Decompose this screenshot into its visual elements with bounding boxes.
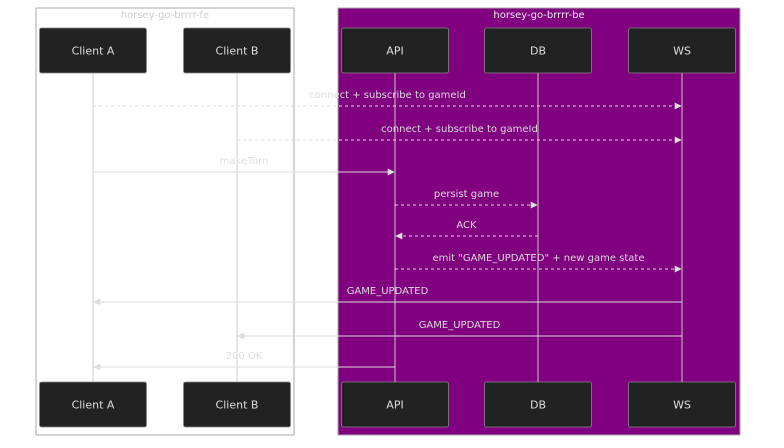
- actor-box: [628, 27, 736, 74]
- message-4: persist game: [395, 189, 538, 209]
- actor-label: DB: [530, 399, 546, 412]
- actor-label: WS: [673, 399, 691, 412]
- actor-box: [183, 381, 291, 428]
- message-7: GAME_UPDATED: [93, 286, 682, 306]
- actor-ws-top: WS: [628, 27, 736, 74]
- actor-box: [39, 381, 147, 428]
- group-label-fe: horsey-go-brrrr-fe: [121, 10, 209, 21]
- message-9: 200 OK: [93, 351, 395, 371]
- actor-db-top: DB: [484, 27, 592, 74]
- actor-box: [628, 381, 736, 428]
- actor-label: Client B: [216, 399, 259, 412]
- actor-label: API: [386, 45, 403, 58]
- actor-label: Client A: [72, 45, 115, 58]
- actor-label: Client B: [216, 45, 259, 58]
- message-label: persist game: [434, 189, 499, 200]
- actor-box: [183, 27, 291, 74]
- message-8: GAME_UPDATED: [237, 320, 682, 340]
- actor-label: DB: [530, 45, 546, 58]
- message-1: connect + subscribe to gameId: [93, 90, 682, 110]
- message-6: emit "GAME_UPDATED" + new game state: [395, 253, 682, 273]
- message-2: connect + subscribe to gameId: [237, 124, 682, 144]
- actor-label: API: [386, 399, 403, 412]
- actor-clientB-bottom: Client B: [183, 381, 291, 428]
- actor-ws-bottom: WS: [628, 381, 736, 428]
- actor-clientA-top: Client A: [39, 27, 147, 74]
- message-3: makeTurn: [93, 156, 395, 176]
- message-label: connect + subscribe to gameId: [381, 124, 538, 135]
- message-label: 200 OK: [226, 351, 263, 362]
- message-label: GAME_UPDATED: [419, 320, 501, 331]
- actor-api-bottom: API: [341, 381, 449, 428]
- group-box-be: [337, 7, 741, 436]
- actor-label: WS: [673, 45, 691, 58]
- actor-box: [484, 27, 592, 74]
- message-label: makeTurn: [220, 156, 269, 167]
- group-box-fe: [35, 7, 295, 436]
- actor-box: [484, 381, 592, 428]
- actor-db-bottom: DB: [484, 381, 592, 428]
- actor-api-top: API: [341, 27, 449, 74]
- message-label: GAME_UPDATED: [347, 286, 429, 297]
- actor-box: [341, 27, 449, 74]
- message-label: connect + subscribe to gameId: [309, 90, 466, 101]
- message-label: ACK: [456, 220, 477, 231]
- actor-label: Client A: [72, 399, 115, 412]
- actor-clientA-bottom: Client A: [39, 381, 147, 428]
- message-label: emit "GAME_UPDATED" + new game state: [432, 253, 644, 264]
- actor-box: [341, 381, 449, 428]
- actor-clientB-top: Client B: [183, 27, 291, 74]
- group-label-be: horsey-go-brrrr-be: [493, 10, 584, 21]
- actor-box: [39, 27, 147, 74]
- message-5: ACK: [395, 220, 538, 240]
